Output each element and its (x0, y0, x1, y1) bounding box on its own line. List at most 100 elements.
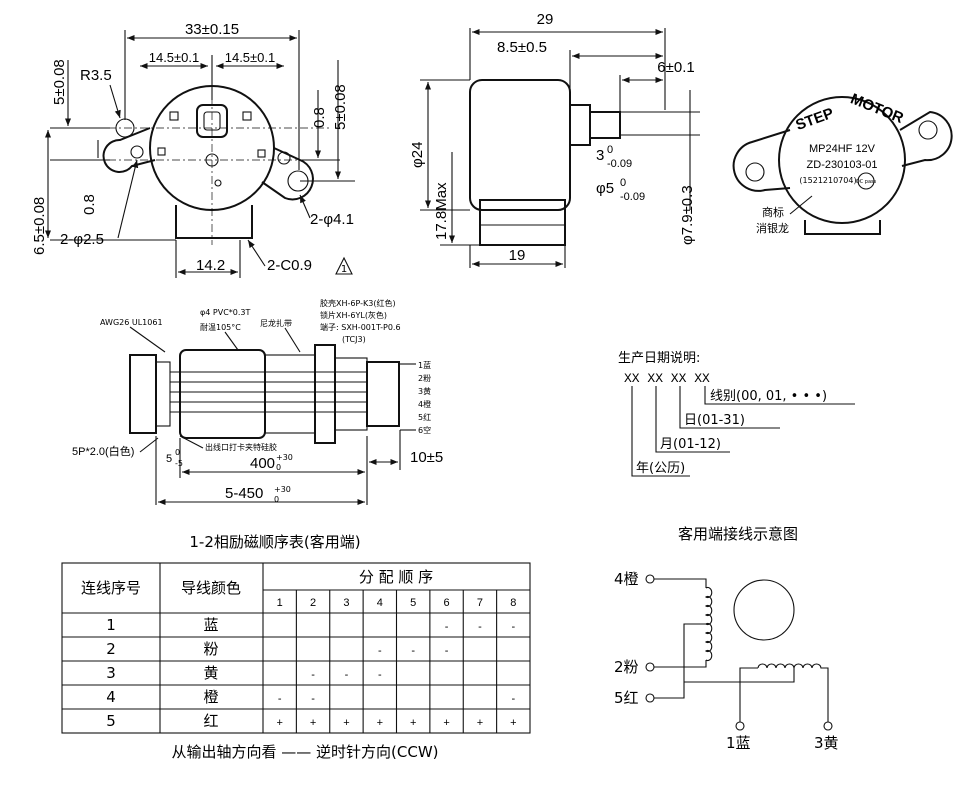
row-color: 橙 (203, 688, 218, 706)
connector-left-spec: 5P*2.0(白色) (72, 444, 134, 458)
wire-blue: 1蓝 (726, 734, 751, 752)
row-number: 4 (106, 688, 116, 706)
svg-text:+30: +30 (276, 453, 293, 462)
dim-left-half: 14.5±0.1 (149, 50, 200, 65)
glue-note: 出线口打卡夹特硅胶 (205, 442, 277, 452)
pin-2: 2粉 (418, 373, 431, 383)
sequence-cell: + (410, 717, 416, 729)
coil-b-left (757, 663, 795, 669)
row-color: 黄 (203, 664, 218, 682)
wiring-diagram: 客用端接线示意图 4橙 2粉 5红 1蓝 3黄 (614, 525, 839, 752)
wire-red: 5红 (614, 689, 639, 707)
rotor-circle (733, 579, 795, 641)
side-body (469, 79, 571, 211)
sequence-cell: - (411, 645, 415, 657)
svg-text:0: 0 (276, 463, 281, 472)
dim-right-08: 0.8 (311, 107, 328, 128)
warning-triangle-icon (335, 256, 353, 275)
step-header: 7 (477, 597, 483, 609)
nylon-tie: 尼龙扎带 (260, 318, 292, 328)
row-number: 1 (106, 616, 116, 634)
pin-5: 5红 (418, 412, 431, 422)
pin-3: 3黄 (418, 386, 431, 396)
sequence-cell: + (443, 717, 449, 729)
step-header: 8 (510, 597, 516, 609)
date-code: 生产日期说明: XX XX XX XX 线别(00, 01, • • •) 日(… (618, 351, 855, 477)
label-mark-1: 商标 (762, 205, 784, 219)
front-view: 33±0.15 14.5±0.1 14.5±0.1 R3.5 5±0.08 6.… (31, 21, 355, 278)
dim-radius: R3.5 (80, 67, 112, 84)
cable-bundle (179, 349, 266, 439)
svg-text:-0.09: -0.09 (607, 158, 632, 170)
sequence-cell: - (311, 693, 315, 705)
dim-19: 19 (509, 247, 526, 264)
cable-view: AWG26 UL1061 φ4 PVC*0.3T 耐温105°C 尼龙扎带 胶壳… (72, 298, 443, 506)
svg-text:-0.09: -0.09 (620, 191, 645, 203)
shell-spec: 胶壳XH-6P-K3(红色) (320, 298, 396, 308)
dim-hole-left: 2-φ2.5 (60, 231, 104, 248)
wire-pink: 2粉 (614, 658, 639, 676)
row-number: 5 (106, 712, 116, 730)
dim-hole-right: 2-φ4.1 (310, 211, 354, 228)
dim-top-right: 5±0.08 (332, 84, 349, 130)
header-seq: 连线序号 (81, 579, 141, 597)
dim-8-5: 8.5±0.5 (497, 39, 547, 56)
coil-b-right (793, 663, 829, 722)
step-header: 4 (377, 597, 383, 609)
date-title: 生产日期说明: (618, 351, 700, 366)
label-body (778, 96, 906, 224)
dim-3: 3 (596, 147, 604, 164)
step-header: 1 (277, 597, 283, 609)
step-header: 3 (343, 597, 349, 609)
svg-text:1: 1 (341, 264, 347, 275)
dim-right-half: 14.5±0.1 (225, 50, 276, 65)
sequence-cell: - (511, 693, 515, 705)
right-hole-small (277, 151, 291, 165)
dim-10: 10±5 (410, 449, 443, 466)
row-number: 2 (106, 640, 116, 658)
dim-total: 33±0.15 (185, 21, 239, 38)
svg-text:0: 0 (274, 495, 279, 504)
pin-1: 1蓝 (418, 360, 431, 370)
date-code-format: XX XX XX XX (624, 371, 710, 386)
svg-text:-5: -5 (175, 459, 183, 468)
shaft-boss (196, 104, 228, 138)
side-connector (479, 199, 566, 246)
dim-450: 5-450 (225, 485, 263, 502)
right-ear (261, 147, 314, 201)
svg-text:0: 0 (175, 448, 180, 457)
side-view: 29 8.5±0.5 6±0.1 φ24 17.8Max 3 0 -0.09 φ… (409, 11, 700, 268)
dim-dia5: φ5 (596, 180, 614, 197)
date-line: 线别(00, 01, • • •) (710, 389, 827, 404)
row-color: 粉 (203, 640, 218, 658)
row-color: 红 (203, 712, 218, 730)
label-view: STEP MOTOR MP24HF 12V ZD-230103-01 (1521… (732, 90, 953, 235)
step-header: 2 (310, 597, 316, 609)
sequence-cell: - (445, 621, 449, 633)
wire-orange: 4橙 (614, 570, 639, 588)
pvc-spec: φ4 PVC*0.3T (200, 308, 251, 317)
svg-text:5: 5 (166, 453, 172, 465)
temp-spec: 耐温105°C (200, 322, 241, 332)
svg-text:+30: +30 (274, 485, 291, 494)
sequence-cell: - (345, 669, 349, 681)
table-title: 1-2相励磁顺序表(客用端) (189, 533, 360, 551)
coil-a-upper (704, 586, 713, 626)
svg-text:0: 0 (607, 144, 613, 156)
dim-dia7-9: φ7.9±0.3 (679, 185, 696, 245)
row-color: 蓝 (203, 616, 218, 634)
wire-spec: AWG26 UL1061 (100, 318, 163, 327)
table-footer: 从输出轴方向看 —— 逆时针方向(CCW) (171, 743, 438, 761)
svg-text:0: 0 (620, 177, 626, 189)
dim-top-left: 5±0.08 (51, 59, 68, 105)
sequence-cell: - (478, 621, 482, 633)
date-day: 日(01-31) (684, 413, 745, 428)
sequence-cell: - (445, 645, 449, 657)
label-qc: QC pass (856, 179, 877, 185)
header-color: 导线颜色 (181, 579, 241, 597)
dim-17-8: 17.8Max (433, 182, 450, 240)
dim-left-08: 0.8 (81, 194, 98, 215)
sequence-cell: + (343, 717, 349, 729)
dim-bottom-left: 6.5±0.08 (31, 197, 48, 255)
